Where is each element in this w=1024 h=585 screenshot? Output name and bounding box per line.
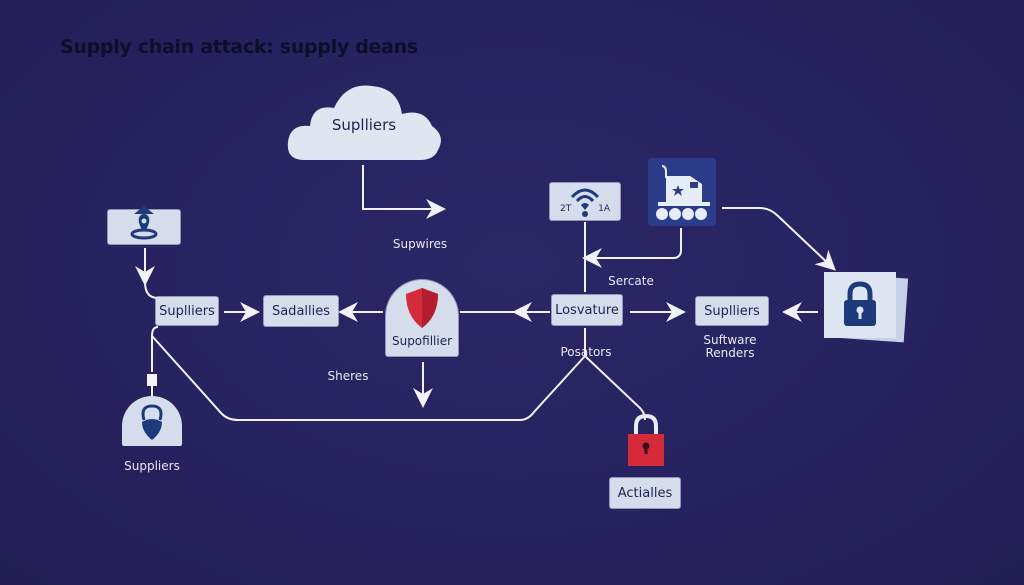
diagram-title: Supply chain attack: supply deans bbox=[60, 36, 418, 58]
label-supwires: Supwires bbox=[392, 237, 448, 251]
line-loop bbox=[151, 326, 159, 372]
wifi-icon bbox=[570, 188, 600, 217]
label-renders: Renders bbox=[705, 346, 755, 360]
wifi-left-text: 2T bbox=[560, 204, 572, 214]
truck-node[interactable] bbox=[648, 158, 716, 226]
node-right-suppliers[interactable]: Suplliers bbox=[696, 297, 768, 325]
line-to-padlock bbox=[584, 355, 646, 421]
supofillier-label: Supofillier bbox=[391, 334, 453, 348]
label-posators: Posators bbox=[560, 345, 612, 359]
lock-icon bbox=[141, 404, 163, 440]
cloud-icon bbox=[287, 85, 441, 160]
node-left-suppliers[interactable]: Suplliers bbox=[156, 297, 218, 325]
node-supofillier[interactable]: Supofillier bbox=[386, 280, 458, 356]
shield-icon bbox=[406, 288, 438, 328]
cloud-label: Suplliers bbox=[331, 116, 397, 134]
arrow-truck-to-lockdoc bbox=[722, 207, 836, 271]
location-node[interactable] bbox=[108, 206, 180, 244]
padlock-icon bbox=[628, 413, 664, 466]
red-padlock bbox=[624, 412, 668, 468]
label-sercate: Sercate bbox=[608, 274, 654, 288]
node-sadallies[interactable]: Sadallies bbox=[264, 296, 338, 326]
label-software: Suftware bbox=[703, 333, 757, 347]
wifi-node[interactable]: 2T 1A bbox=[550, 183, 620, 220]
label-bottom-suppliers: Suppliers bbox=[124, 459, 180, 473]
lock-document-node[interactable] bbox=[824, 272, 909, 343]
cloud-node: Suplliers bbox=[284, 80, 444, 162]
bottom-lock-node[interactable] bbox=[122, 396, 182, 446]
connector-block bbox=[147, 374, 157, 386]
location-pin-icon bbox=[130, 206, 158, 240]
arrow-cloud-to-supwires bbox=[362, 165, 446, 219]
node-losvature[interactable]: Losvature bbox=[552, 295, 622, 325]
lock-icon bbox=[844, 281, 876, 326]
label-sheres: Sheres bbox=[327, 369, 369, 383]
wifi-right-text: 1A bbox=[598, 204, 610, 214]
node-actialles[interactable]: Actialles bbox=[610, 478, 680, 508]
truck-icon bbox=[656, 165, 710, 220]
arrow-truck-to-wifi bbox=[582, 228, 682, 268]
